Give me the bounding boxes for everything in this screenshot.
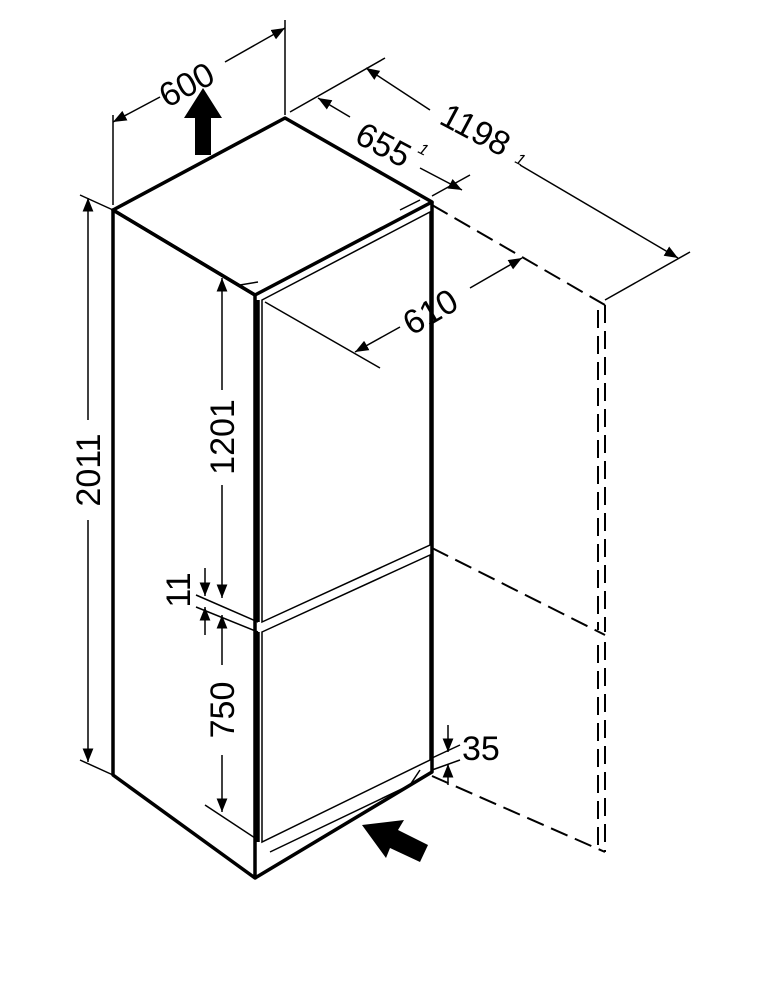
dimension-open-depth: 1198 1 xyxy=(365,67,691,301)
plinth-label: 35 xyxy=(462,730,500,768)
bottom-airflow-arrow-icon xyxy=(362,820,428,862)
depth-label: 655 xyxy=(349,115,417,175)
open-depth-label: 1198 xyxy=(434,96,516,164)
dimension-upper-door: 1201 xyxy=(204,278,242,598)
niche-outline xyxy=(431,204,606,853)
door-depth-label: 610 xyxy=(396,282,464,343)
open-depth-note: 1 xyxy=(512,151,528,170)
fridge-body xyxy=(111,116,434,880)
top-airflow-arrow-icon xyxy=(184,88,222,155)
dimension-plinth: 35 xyxy=(431,725,500,785)
lower-door xyxy=(261,553,431,844)
lower-door-label: 750 xyxy=(204,682,242,739)
dimension-lower-door: 750 xyxy=(204,615,259,841)
height-label: 2011 xyxy=(70,433,108,506)
door-gap-label: 11 xyxy=(160,572,198,607)
dimension-height: 2011 xyxy=(70,194,114,776)
dimension-door-depth: 610 xyxy=(264,257,523,369)
depth-note: 1 xyxy=(415,141,431,160)
dimension-door-gap: 11 xyxy=(160,568,259,635)
upper-door-label: 1201 xyxy=(204,399,242,475)
upper-door xyxy=(261,210,431,624)
